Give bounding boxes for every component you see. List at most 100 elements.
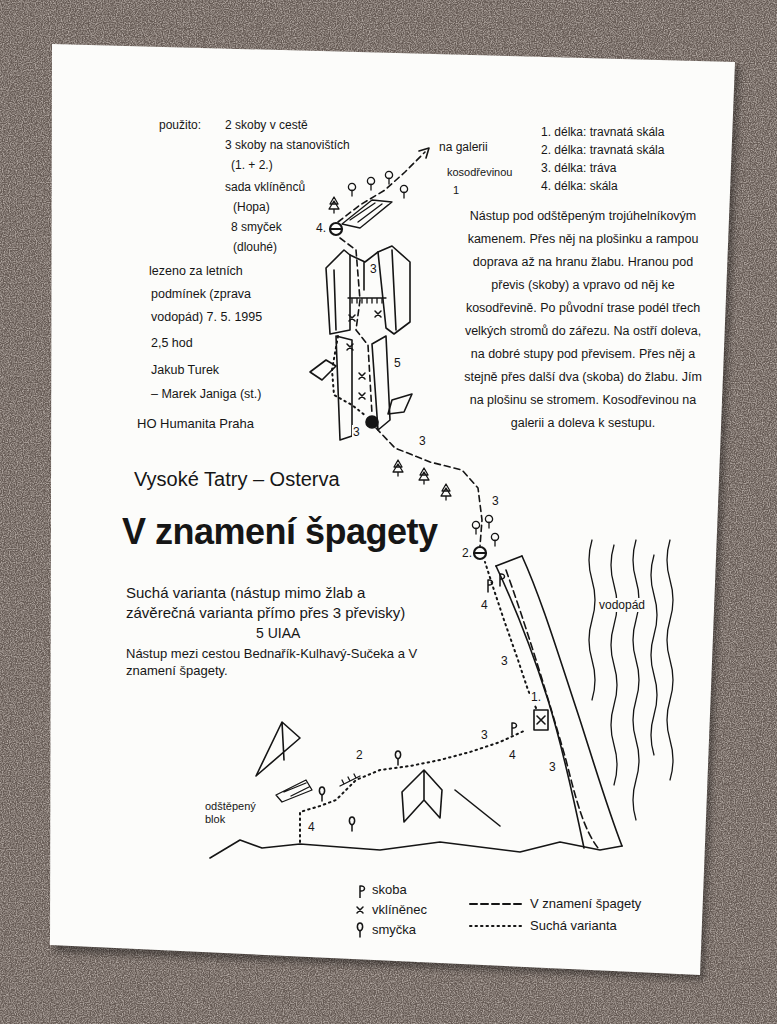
callout-number: 4. xyxy=(315,221,327,235)
overhang-ticks xyxy=(340,774,360,786)
legend-row: vklíněnec xyxy=(352,902,427,918)
rock-flake xyxy=(256,722,300,776)
callout-number: 3 xyxy=(369,262,378,276)
waterfall-lines xyxy=(611,545,617,785)
route-dotted xyxy=(332,336,366,416)
topo-label: odštěpený blok xyxy=(204,800,268,826)
paper-sheet xyxy=(50,44,735,975)
route-dashed xyxy=(506,570,598,848)
area-heading: Vysoké Tatry – Osterva xyxy=(133,467,341,491)
belay-station xyxy=(537,716,545,724)
trees xyxy=(367,177,374,190)
variant-heading: Suchá varianta (nástup mimo žlab a závěr… xyxy=(125,583,427,623)
callout-number: 1. xyxy=(530,690,542,704)
note-text: (Hopa) xyxy=(232,200,271,214)
legend-sample xyxy=(352,882,368,898)
pitch-note: 4. délka: skála xyxy=(540,179,619,193)
dashed-line-sample xyxy=(470,903,524,905)
gully-edge xyxy=(496,566,584,848)
note-text: 8 smyček xyxy=(230,220,283,234)
legend-sample xyxy=(470,925,524,927)
legend-text: vklíněnec xyxy=(368,902,427,918)
route-title: V znamení špagety xyxy=(122,510,438,553)
arrow-head xyxy=(419,148,429,158)
gully-edge xyxy=(496,556,522,566)
rock-block xyxy=(402,770,442,822)
belay-station xyxy=(330,223,342,235)
belay-station xyxy=(366,416,378,428)
legend-text: skoba xyxy=(368,882,407,898)
note-text: Jakub Turek xyxy=(150,363,220,378)
legend-row: Suchá varianta xyxy=(468,918,617,934)
paper-sheet xyxy=(50,44,740,980)
callout-number: 3 xyxy=(500,654,509,668)
nut-marks xyxy=(349,315,355,321)
rock-flake xyxy=(388,394,412,414)
note-text: 2,5 hod xyxy=(150,336,194,351)
trees xyxy=(385,171,392,184)
waterfall-lines xyxy=(651,555,657,755)
piton-marks xyxy=(488,574,517,735)
belay-station xyxy=(330,223,342,235)
callout-number: 4 xyxy=(307,820,316,834)
rock-pillar xyxy=(336,336,352,440)
piton-marks xyxy=(488,580,493,592)
legend-sample xyxy=(357,907,363,913)
trees xyxy=(485,515,492,528)
callout-number: 4 xyxy=(508,748,517,762)
callout-number: 3 xyxy=(480,728,489,742)
trees xyxy=(400,185,407,198)
note-text: 3 skoby na stanovištích xyxy=(224,138,351,152)
nut-marks xyxy=(375,311,381,317)
route-dashed xyxy=(340,238,372,414)
pitch-note: 2. délka: travnatá skála xyxy=(540,143,665,157)
legend-sample xyxy=(470,903,524,905)
belay-station xyxy=(475,552,485,554)
sling-marks xyxy=(319,751,400,831)
note-text: Nástup mezi cestou Bednařík-Kulhavý-Suče… xyxy=(125,645,447,679)
trees xyxy=(329,197,339,213)
waterfall-lines xyxy=(633,540,639,820)
note-text: (dlouhé) xyxy=(232,240,278,254)
note-text: 2 skoby v cestě xyxy=(224,118,309,132)
belay-station xyxy=(331,228,341,230)
topo-label: kosodřevinou xyxy=(446,166,513,179)
nut-marks xyxy=(359,373,365,379)
legend-sample xyxy=(468,896,526,912)
legend-text: Suchá varianta xyxy=(526,918,617,934)
callout-number: 4 xyxy=(480,598,489,612)
legend-row: smyčka xyxy=(352,922,416,938)
legend-text: V znamení špagety xyxy=(526,896,641,912)
legend-sample xyxy=(468,918,526,934)
trees xyxy=(329,171,408,213)
note-text: lezeno za letních xyxy=(148,264,244,279)
trees xyxy=(472,515,498,546)
legend-row: V znamení špagety xyxy=(468,896,641,912)
trees xyxy=(393,460,403,476)
trees xyxy=(472,521,479,534)
waterfall-lines xyxy=(589,540,673,820)
note-text: vodopád) 7. 5. 1995 xyxy=(150,310,263,325)
legend-sample xyxy=(352,902,368,918)
sling-marks xyxy=(395,751,400,765)
pitch-note: 1. délka: travnatá skála xyxy=(540,125,665,139)
note-text: HO Humanita Praha xyxy=(136,416,255,432)
note-text: sada vklíněnců xyxy=(224,180,306,194)
trees xyxy=(348,183,355,196)
callout-number: 3 xyxy=(352,425,361,439)
trees xyxy=(491,533,498,546)
belay-station xyxy=(474,547,486,559)
sling-marks xyxy=(349,817,354,831)
note-text: podmínek (zprava xyxy=(150,287,252,302)
hatched-slab xyxy=(342,200,392,228)
callout-number: 2. xyxy=(461,546,473,560)
piton-marks xyxy=(500,574,505,586)
overhang-ticks xyxy=(348,298,386,303)
topo-label: vodopád xyxy=(598,598,646,612)
sling-sample xyxy=(357,923,362,937)
ground-line xyxy=(210,840,622,858)
piton-marks xyxy=(512,723,517,735)
waterfall-lines xyxy=(589,540,595,700)
sling-marks xyxy=(319,787,324,801)
callout-number: 3 xyxy=(548,760,557,774)
